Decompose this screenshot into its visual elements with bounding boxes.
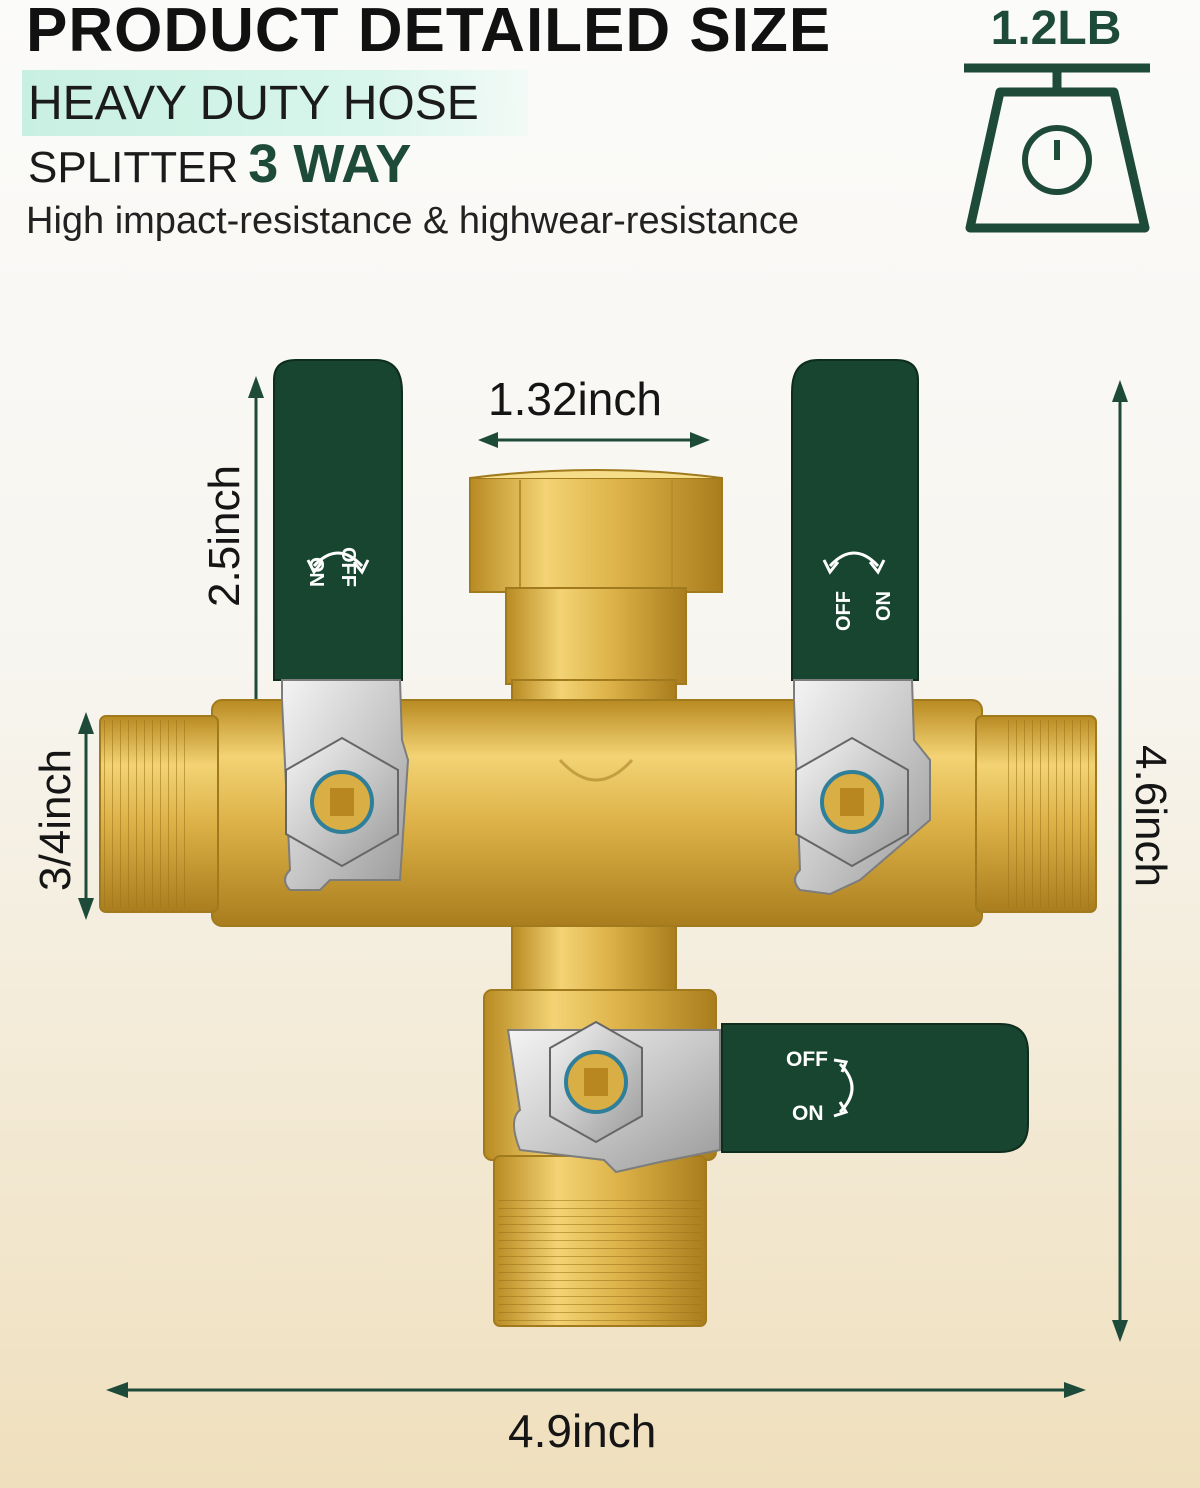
outlet-diameter-label: 3/4inch [31,749,80,891]
total-width-label: 4.9inch [508,1405,657,1457]
left-valve [273,359,410,891]
bottom-valve-off-label: OFF [786,1048,828,1071]
weight-label: 1.2LB [990,2,1122,55]
subtitle-highlight [22,70,528,136]
left-valve-on-label: ON [305,557,327,587]
subtitle-strong: 3 WAY [248,134,412,194]
scale-icon [964,63,1150,233]
left-valve-handle [273,359,403,681]
tagline: High impact-resistance & highwear-resist… [26,200,799,242]
bottom-valve-handle [721,1023,1029,1153]
bottom-valve [506,1020,1029,1174]
right-valve-handle [791,359,919,681]
hose-splitter-body [99,469,1097,1327]
bottom-valve-on-label: ON [792,1102,824,1125]
right-valve-off-label: OFF [833,591,855,631]
right-valve-on-label: ON [873,591,895,621]
right-valve-on-wrap: ON [873,561,903,621]
inlet-width-label: 1.32inch [488,373,662,425]
total-height-label: 4.6inch [1126,745,1175,887]
subtitle-prefix: SPLITTER [28,143,239,192]
right-valve-off-wrap: OFF [833,551,863,631]
page-title: PRODUCT DETAILED SIZE [26,0,832,65]
left-valve-on-wrap: ON [297,557,327,617]
rotation-arrows [306,551,886,1118]
right-valve [791,359,931,896]
valve-height-label: 2.5inch [200,465,249,607]
subtitle-line-1: HEAVY DUTY HOSE [28,77,479,130]
inlet-hex-nut [469,477,723,593]
left-valve-off-label: OFF [337,547,359,587]
